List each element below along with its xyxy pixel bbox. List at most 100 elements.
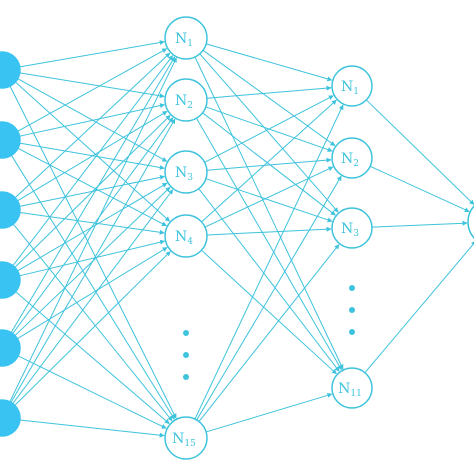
- connection-edges: [9, 40, 474, 438]
- node-h1_4: N4: [164, 214, 208, 258]
- edge-i6-h1_4: [14, 251, 171, 406]
- node-circle: [0, 329, 21, 367]
- node-circle: [164, 16, 208, 60]
- ellipsis-dot: [183, 330, 189, 336]
- node-i2: [0, 121, 21, 159]
- ellipsis-hidden2: [349, 285, 355, 335]
- node-circle: [0, 121, 21, 159]
- node-label: N1: [175, 31, 193, 49]
- node-circle: [331, 137, 373, 179]
- node-i6: [0, 399, 21, 437]
- edge-h2_11-o1: [364, 240, 474, 374]
- edge-i3-h1_4: [19, 212, 165, 235]
- node-circle: [164, 214, 208, 258]
- ellipsis-hidden1: [183, 330, 189, 380]
- node-label: N4: [175, 229, 193, 247]
- edge-h1_1-h2_3: [199, 53, 339, 213]
- ellipsis-dot: [183, 374, 189, 380]
- edge-i6-h1_1: [9, 57, 177, 403]
- edge-i3-h1_1: [14, 52, 171, 199]
- edge-h1_2-h2_1: [206, 85, 332, 99]
- edge-i5-h1_2: [12, 117, 174, 334]
- edge-i1-h1_4: [15, 81, 171, 222]
- edge-h2_3-o1: [371, 220, 468, 228]
- edge-h1_15-h2_1: [194, 104, 344, 420]
- node-label: N1: [341, 79, 359, 97]
- edge-h1_2-h2_11: [196, 117, 342, 371]
- node-h1_1: N1: [164, 16, 208, 60]
- node-i1: [0, 51, 21, 89]
- node-i3: [0, 191, 21, 229]
- node-label: N2: [175, 93, 193, 111]
- node-i5: [0, 329, 21, 367]
- edge-h1_4-h2_11: [201, 249, 337, 375]
- edge-h1_15-h2_2: [196, 175, 342, 421]
- edge-h1_1-h2_1: [206, 43, 333, 82]
- node-label: N11: [338, 381, 362, 399]
- ellipsis-dot: [183, 352, 189, 358]
- node-circle: [0, 191, 21, 229]
- node-h2_11: N11: [331, 367, 373, 409]
- node-i4: [0, 261, 21, 299]
- node-label: N3: [341, 221, 359, 239]
- edge-h1_4-h2_3: [206, 226, 332, 236]
- edge-h1_1-h2_11: [194, 56, 344, 370]
- edge-h1_15-h2_11: [205, 392, 333, 433]
- ellipsis-dot: [349, 329, 355, 335]
- edge-i1-h1_1: [19, 40, 165, 68]
- node-label: N2: [341, 151, 359, 169]
- edge-h1_15-h2_3: [198, 244, 340, 422]
- node-h2_1: N1: [331, 65, 373, 107]
- edge-h1_3-h2_2: [206, 157, 332, 171]
- node-circle: [331, 207, 373, 249]
- node-h1_3: N3: [164, 150, 208, 194]
- node-h2_2: N2: [331, 137, 373, 179]
- edge-i6-h1_2: [10, 118, 176, 403]
- node-h1_2: N2: [164, 78, 208, 122]
- edge-i2-h1_15: [11, 155, 175, 420]
- node-circle: [0, 261, 21, 299]
- node-circle: [164, 416, 208, 460]
- layer-ellipses: [183, 285, 355, 380]
- node-circle: [331, 65, 373, 107]
- node-o1: [467, 205, 474, 239]
- edge-i2-h1_4: [17, 147, 167, 227]
- edge-i4-h1_1: [12, 55, 174, 266]
- edge-h1_3-h2_1: [204, 95, 334, 163]
- edge-i4-h1_15: [15, 291, 170, 425]
- node-label: N3: [175, 165, 193, 183]
- node-h1_15: N15: [164, 416, 208, 460]
- edge-h2_2-o1: [369, 165, 470, 213]
- edge-i6-h1_15: [19, 419, 165, 438]
- edge-i3-h1_15: [12, 223, 173, 422]
- node-circle: [164, 150, 208, 194]
- ellipsis-dot: [349, 285, 355, 291]
- node-circle: [0, 51, 21, 89]
- edge-i1-h1_15: [9, 85, 177, 419]
- edge-h1_4-h2_2: [204, 166, 334, 228]
- edge-i3-h1_2: [17, 110, 168, 202]
- edge-i2-h1_2: [19, 103, 165, 137]
- edge-h2_1-o1: [365, 99, 474, 205]
- edge-h1_2-h2_3: [202, 112, 336, 216]
- node-h2_3: N3: [331, 207, 373, 249]
- edge-i2-h1_1: [17, 48, 168, 132]
- edge-h1_4-h2_1: [201, 99, 337, 223]
- node-circle: [164, 78, 208, 122]
- node-circle: [467, 205, 474, 239]
- edge-i1-h1_2: [19, 72, 165, 99]
- ellipsis-dot: [349, 307, 355, 313]
- edge-i5-h1_4: [17, 247, 168, 340]
- edge-h1_3-h2_3: [205, 178, 333, 223]
- edge-i4-h1_2: [14, 115, 171, 268]
- edge-h1_1-h2_2: [202, 49, 336, 147]
- edge-i4-h1_4: [19, 239, 166, 277]
- edge-i5-h1_1: [10, 56, 176, 333]
- edge-i5-h1_15: [17, 355, 167, 429]
- node-circle: [0, 399, 21, 437]
- edge-i6-h1_3: [12, 189, 174, 404]
- node-label: N15: [172, 431, 196, 449]
- node-circle: [331, 367, 373, 409]
